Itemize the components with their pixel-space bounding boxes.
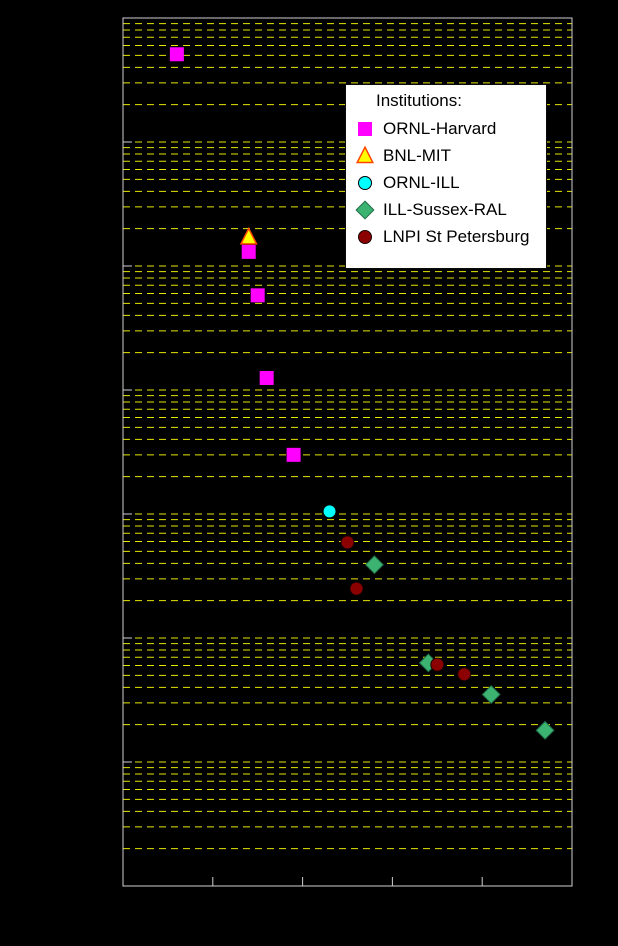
legend-marker-lnpi-st-petersburg xyxy=(358,229,372,244)
data-point-ornl-harvard xyxy=(169,47,184,62)
legend-item-ornl-ill: ORNL-ILL xyxy=(346,169,546,196)
data-point-ornl-harvard xyxy=(241,244,256,259)
data-points xyxy=(169,47,555,740)
legend-item-ill-sussex-ral: ILL-Sussex-RAL xyxy=(346,196,546,223)
data-point-ill-sussex-ral xyxy=(535,720,555,740)
legend-item-lnpi-st-petersburg: LNPI St Petersburg xyxy=(346,223,546,250)
data-point-ornl-harvard xyxy=(259,370,274,385)
legend-title: Institutions: xyxy=(376,91,462,110)
legend-label: ORNL-ILL xyxy=(383,172,460,192)
legend-marker-ornl-harvard xyxy=(358,121,372,136)
triangle-marker-icon xyxy=(355,145,375,163)
legend-marker-ornl-ill xyxy=(358,175,372,190)
legend-label: LNPI St Petersburg xyxy=(383,226,530,246)
circle-marker-icon xyxy=(358,229,372,244)
square-marker-icon xyxy=(358,121,372,136)
data-point-ornl-harvard xyxy=(286,447,301,462)
data-point-lnpi-st-petersburg xyxy=(340,535,355,550)
legend-marker-ill-sussex-ral xyxy=(355,199,375,220)
data-point-lnpi-st-petersburg xyxy=(457,667,472,682)
data-point-ill-sussex-ral xyxy=(364,555,384,575)
data-point-ill-sussex-ral xyxy=(481,684,501,705)
legend-label: ILL-Sussex-RAL xyxy=(383,199,507,219)
legend-label: ORNL-Harvard xyxy=(383,118,497,138)
data-point-lnpi-st-petersburg xyxy=(430,657,445,672)
data-point-ornl-harvard xyxy=(250,288,265,303)
legend-item-ornl-harvard: ORNL-Harvard xyxy=(346,115,546,142)
legend-label: BNL-MIT xyxy=(383,145,451,165)
legend-item-bnl-mit: BNL-MIT xyxy=(346,142,546,169)
legend-marker-bnl-mit xyxy=(355,145,375,163)
diamond-marker-icon xyxy=(355,199,375,220)
data-point-bnl-mit xyxy=(239,226,258,245)
data-point-lnpi-st-petersburg xyxy=(349,581,364,596)
plot-frame xyxy=(122,17,573,887)
circle-marker-icon xyxy=(358,175,372,190)
data-point-ornl-ill xyxy=(322,504,337,519)
